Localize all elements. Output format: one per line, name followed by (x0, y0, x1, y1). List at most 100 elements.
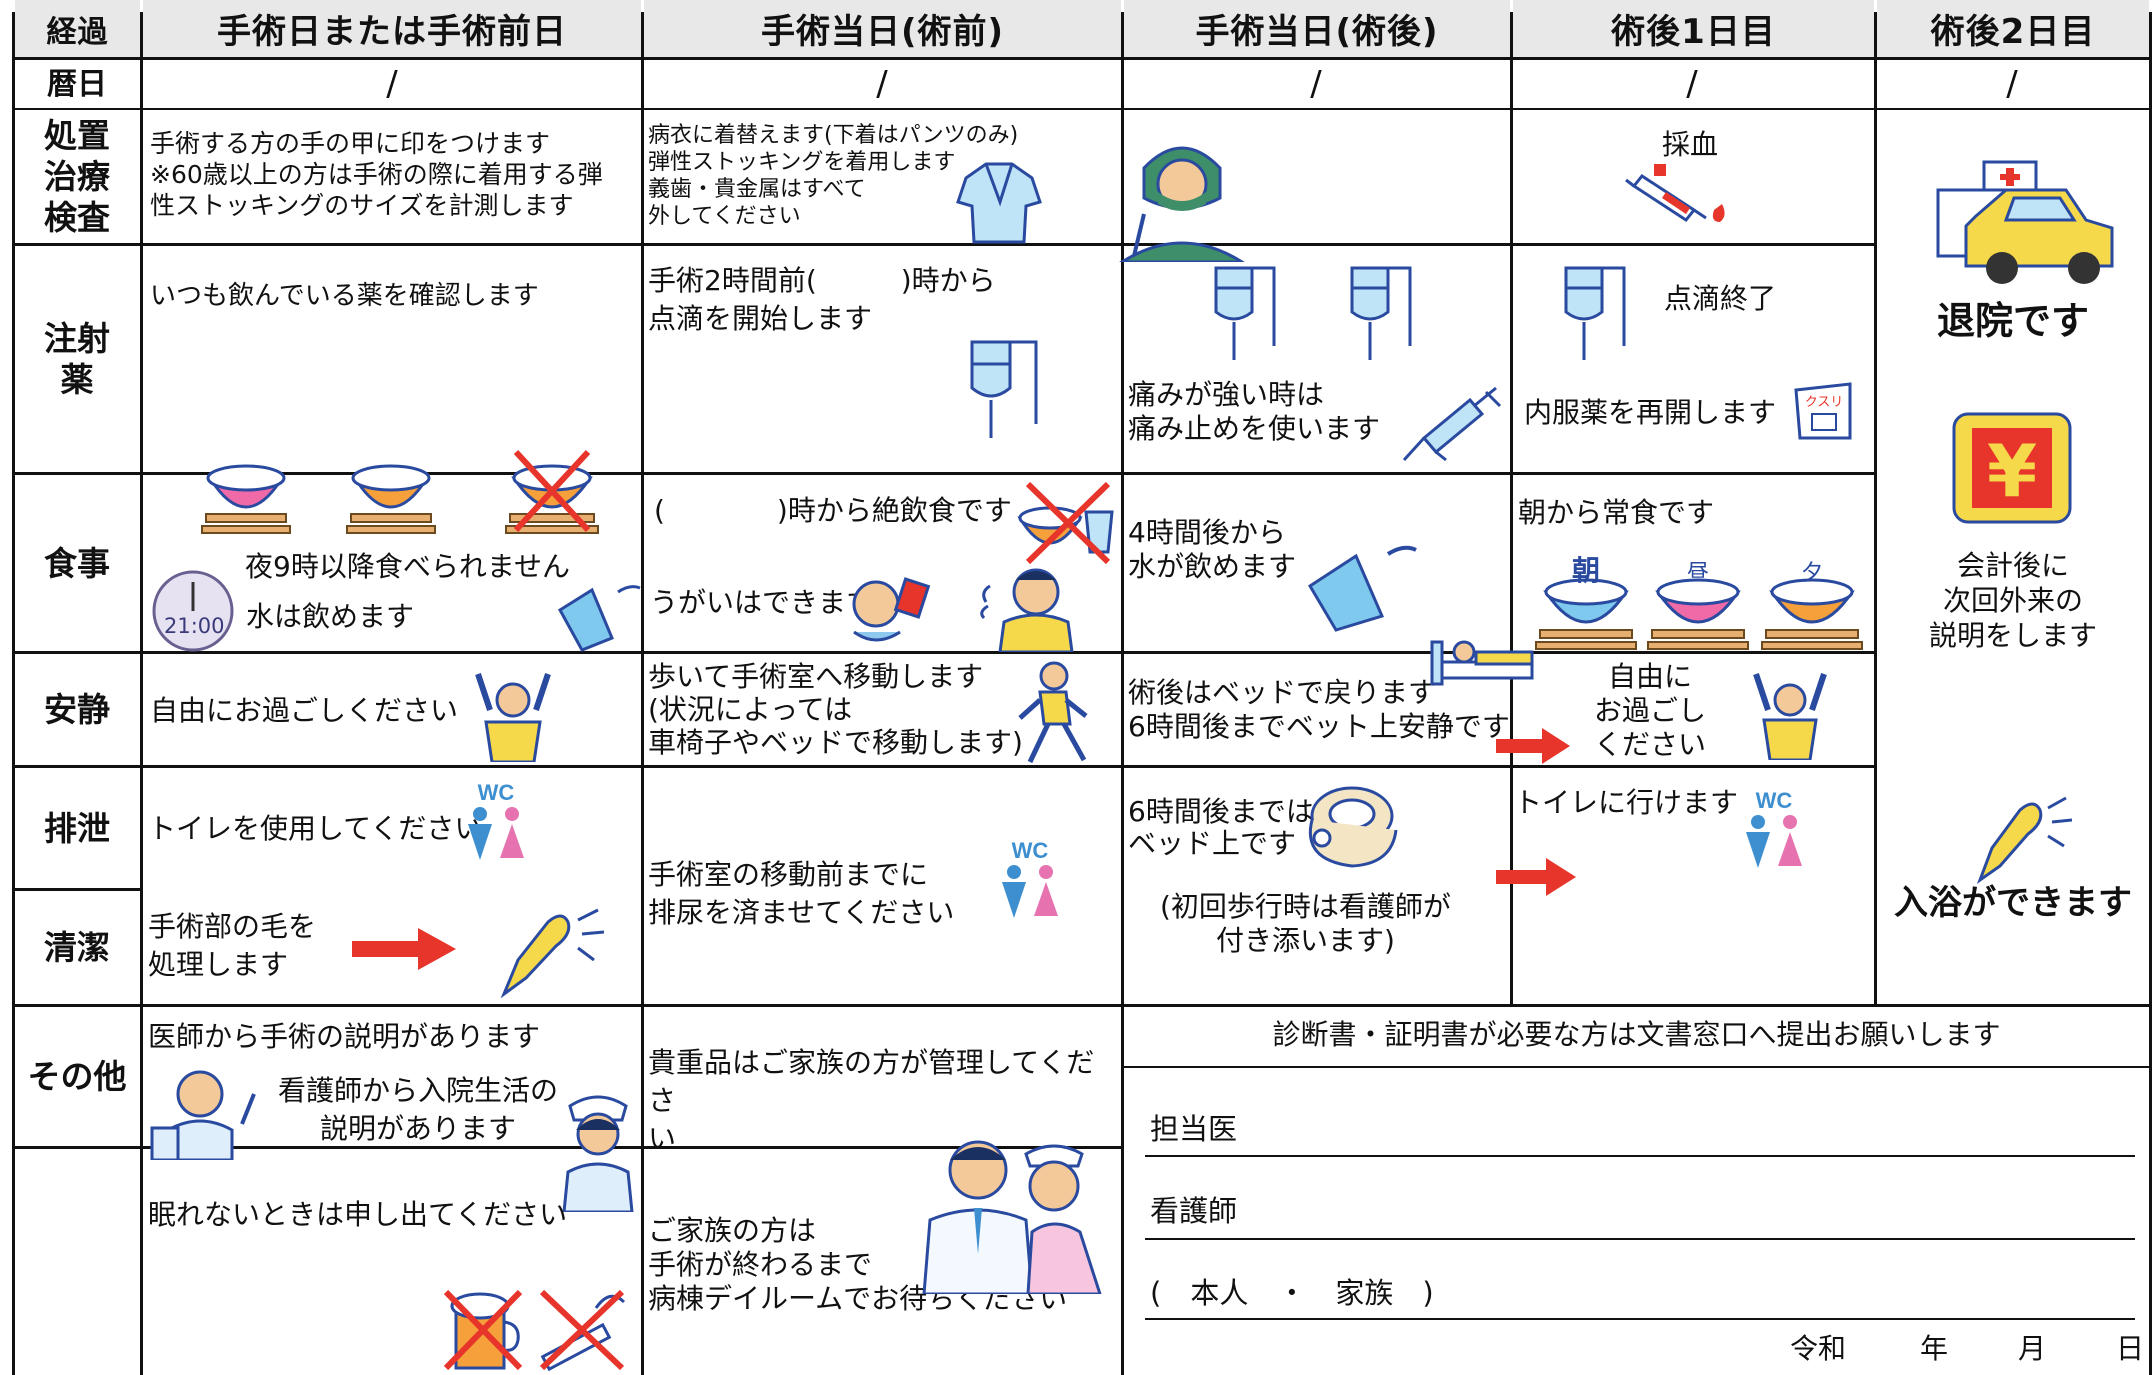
surgery-pre-meal-1: ( )時から絶飲食です (654, 494, 1012, 527)
no-food-icon (1014, 478, 1118, 570)
doctor-icon (150, 1064, 260, 1160)
date-mark: / (876, 64, 888, 104)
nurse-label: 看護師 (1150, 1194, 1238, 1228)
relaxing-person-icon (468, 666, 558, 762)
date-year: 年 (1920, 1332, 1949, 1365)
row-label-hygiene: 清潔 (44, 928, 110, 967)
red-arrow-icon (1496, 856, 1576, 898)
day-before-meal-1: 夜9時以降食べられません (245, 550, 570, 583)
surgery-post-injection: 痛みが強い時は 痛み止めを使います (1128, 378, 1381, 445)
svg-text:WC: WC (478, 780, 515, 805)
header-surgery-post: 手術当日(術後) (1124, 0, 1510, 57)
surgery-post-rest: 術後はベッドで戻ります 6時間後までベット上安静です (1128, 676, 1510, 743)
walking-person-icon (1010, 660, 1090, 764)
gargle-person-icon (980, 562, 1080, 652)
yen-symbol: ¥ (1987, 429, 2037, 513)
syringe-icon (1400, 384, 1506, 464)
header-post-day1: 術後1日目 (1513, 0, 1874, 57)
day-before-injection: いつも飲んでいる薬を確認します (150, 281, 539, 311)
surgery-pre-meal-2: うがいはできます (650, 586, 875, 619)
date-mark: / (2006, 64, 2018, 104)
taxi-icon (1936, 156, 2116, 296)
toilet-icon: WC (456, 780, 536, 862)
date-mark: / (1310, 64, 1322, 104)
clock-icon (150, 568, 236, 654)
date-era: 令和 (1790, 1332, 1847, 1365)
gargle-icon (840, 572, 936, 648)
post-day2-bath: 入浴ができます (1894, 883, 2132, 923)
breakfast-bowl-icon: 朝 (1532, 548, 1640, 652)
surgery-post-excretion-2: (初回歩行時は看護師が 付き添います) (1160, 890, 1451, 957)
bed-rest-icon (1430, 634, 1534, 686)
doctor-nurse-icon (914, 1124, 1110, 1294)
shower-icon (1972, 790, 2072, 886)
date-day: 日 (2116, 1332, 2145, 1365)
row-label-excretion: 排泄 (44, 808, 110, 848)
header-post-day2: 術後2日目 (1877, 0, 2149, 57)
toilet-icon: WC (1734, 788, 1814, 870)
post-day1-excretion: トイレに行けます (1514, 786, 1739, 819)
iv-drip-icon (1210, 260, 1280, 364)
surgery-pre-other-1: 貴重品はご家族の方が管理してくださ い (648, 1046, 1095, 1155)
row-label-date: 暦日 (47, 66, 107, 102)
post-day1-treatment: 採血 (1662, 128, 1719, 161)
lunch-bowl-icon: 昼 (1646, 548, 1750, 652)
post-day1-meal: 朝から常食です (1518, 496, 1715, 529)
row-label-injection: 注射 薬 (44, 319, 110, 399)
row-label-rest: 安静 (44, 690, 110, 729)
doctor-label: 担当医 (1150, 1112, 1238, 1146)
bowl-icon (343, 444, 439, 536)
toilet-icon: WC (990, 838, 1070, 920)
breakfast-label: 朝 (1572, 554, 1600, 587)
signer-option: ( 本人 ・ 家族 ) (1150, 1276, 1434, 1310)
post-day1-injection-1: 点滴終了 (1664, 282, 1777, 315)
day-before-other-2: 看護師から入院生活の 説明があります (278, 1074, 559, 1145)
surgeon-icon (1114, 128, 1254, 262)
day-before-other-1: 医師から手術の説明があります (148, 1020, 541, 1053)
no-alcohol-icon (440, 1284, 526, 1372)
lunch-label: 昼 (1687, 561, 1709, 586)
dinner-label: 夕 (1801, 561, 1823, 586)
date-mark: / (1686, 64, 1698, 104)
header-surgery-pre: 手術当日(術前) (644, 0, 1121, 57)
relaxing-person-icon (1748, 668, 1832, 760)
row-label-other: その他 (27, 1057, 127, 1096)
nurse-icon (556, 1088, 640, 1212)
red-arrow-icon (1496, 726, 1570, 766)
svg-text:WC: WC (1756, 788, 1793, 813)
no-food-icon (502, 444, 602, 536)
row-label-meal: 食事 (44, 543, 110, 583)
surgery-pre-excretion: 手術室の移動前までに 排尿を済ませてください (648, 858, 955, 929)
surgery-pre-rest: 歩いて手術室へ移動します (状況によっては 車椅子やベッドで移動します) (648, 660, 1023, 759)
shower-icon (496, 900, 606, 1000)
medicine-bag-label: クスリ (1805, 395, 1844, 410)
surgery-post-excretion-1: 6時間後までは ベッド上です (1128, 795, 1314, 860)
row-label-treatment: 処置 治療 検査 (44, 116, 110, 237)
day-before-meal-2: 水は飲めます (246, 600, 415, 633)
iv-drip-icon (1560, 260, 1630, 364)
blood-test-icon (1622, 162, 1732, 232)
day-before-hygiene: 手術部の毛を 処理します (148, 910, 317, 981)
day-before-treatment: 手術する方の手の甲に印をつけます ※60歳以上の方は手術の際に着用する弾 性スト… (150, 129, 603, 220)
dinner-bowl-icon: 夕 (1760, 548, 1864, 652)
iv-drip-icon (1346, 260, 1416, 364)
iv-drip-icon (966, 334, 1042, 442)
bowl-icon (198, 444, 294, 536)
document-notice: 診断書・証明書が必要な方は文書窓口へ提出お願いします (1272, 1018, 2001, 1051)
gown-icon (956, 158, 1042, 244)
post-day2-discharge: 退院です (1936, 299, 2089, 343)
clock-time: 21:00 (164, 614, 225, 638)
bedpan-icon (1292, 780, 1408, 876)
header-progress: 経過 (15, 0, 140, 57)
medicine-bag-icon: クスリ (1792, 380, 1854, 442)
day-before-rest: 自由にお過ごしください (150, 694, 459, 727)
date-mark: / (386, 64, 398, 104)
red-arrow-icon (352, 926, 456, 972)
header-day-before: 手術日または手術前日 (143, 0, 641, 57)
date-month: 月 (2018, 1332, 2047, 1365)
no-smoking-icon (536, 1284, 628, 1372)
svg-text:WC: WC (1012, 838, 1049, 863)
water-glass-icon (1300, 540, 1420, 632)
surgery-post-meal: 4時間後から 水が飲めます (1128, 516, 1297, 583)
day-before-excretion: トイレを使用してください (148, 812, 483, 845)
